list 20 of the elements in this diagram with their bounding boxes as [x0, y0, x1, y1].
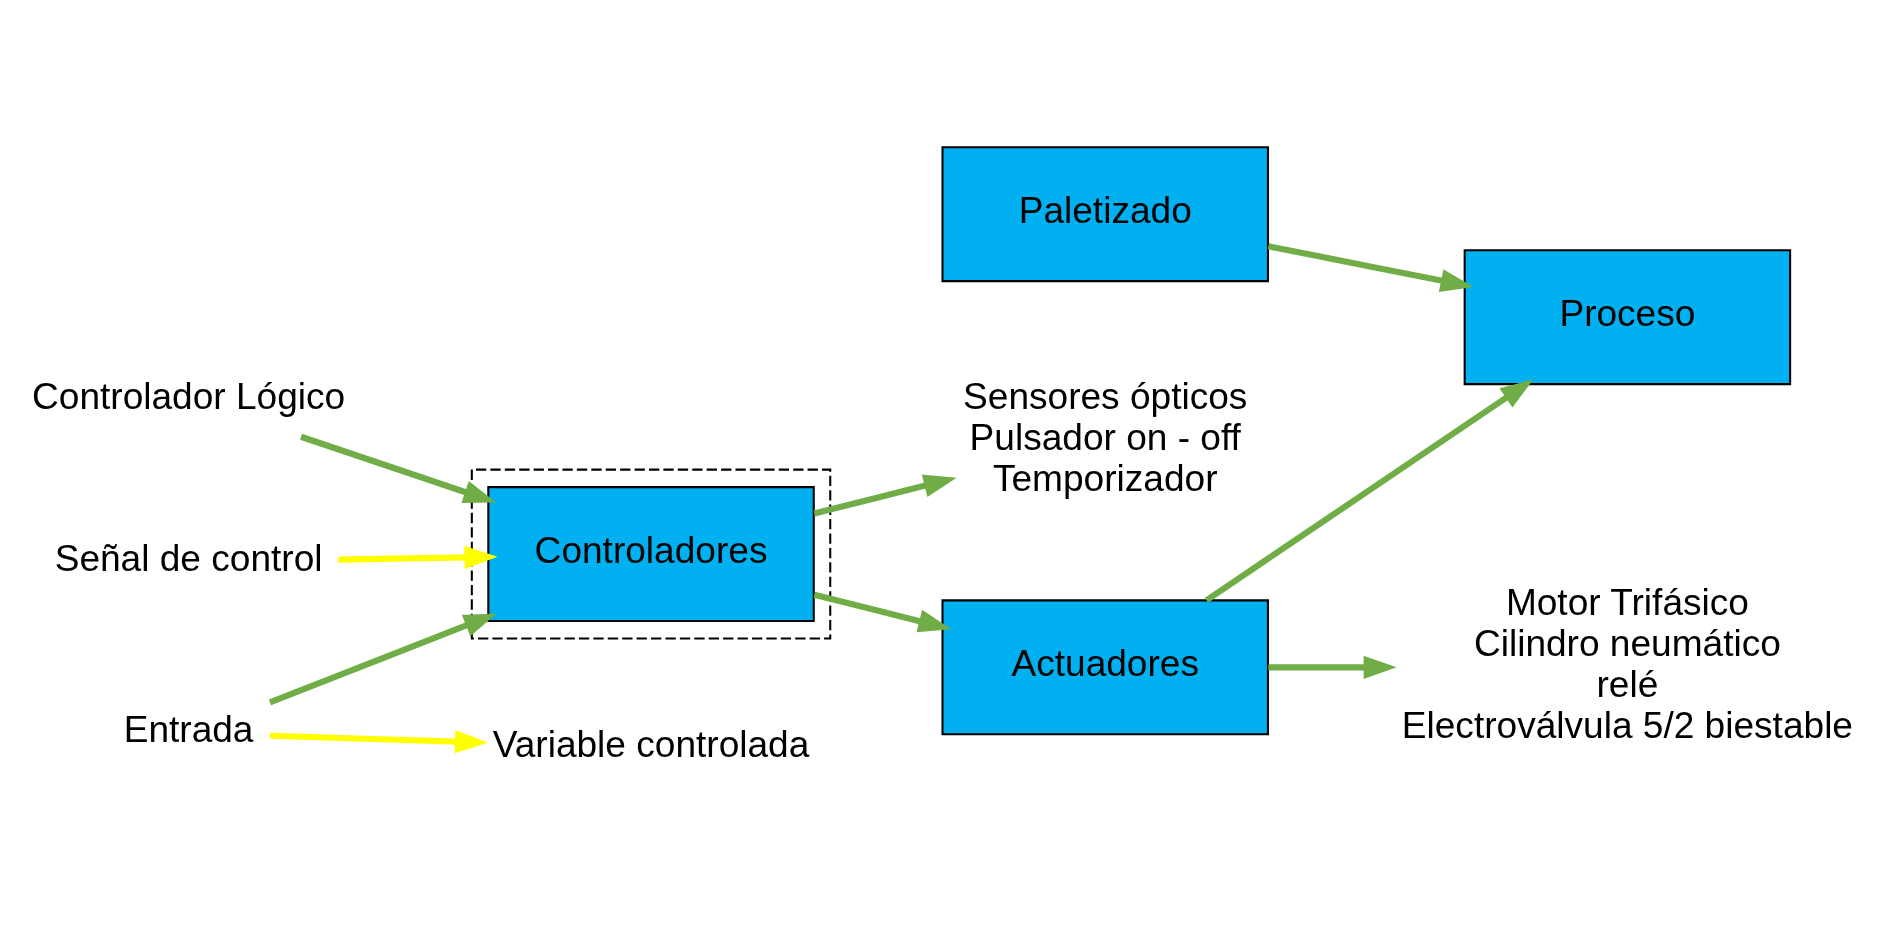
arrow [813, 591, 952, 632]
arrow [268, 613, 497, 705]
arrow [269, 729, 488, 753]
node-text: Variable controlada [492, 722, 810, 765]
node-text: Motor Trifásico Cilindro neumático relé Electroválvula 5/2 biestable [1401, 580, 1853, 746]
arrow [300, 433, 497, 503]
node-text: Controlador Lógico [32, 374, 346, 417]
cluster [470, 468, 832, 640]
arrow [338, 545, 498, 569]
node-text: Entrada [123, 707, 254, 750]
arrow [1268, 655, 1397, 679]
arrow [1267, 242, 1474, 292]
node-text: Sensores ópticos Pulsador on - off Temporizador [963, 374, 1248, 499]
node-box: Controladores [487, 485, 815, 622]
node-box: Actuadores [941, 598, 1269, 735]
arrow [813, 474, 957, 516]
node-box: Paletizado [941, 145, 1269, 282]
node-text: Señal de control [54, 536, 323, 579]
node-box: Proceso [1463, 248, 1792, 385]
arrow [1204, 378, 1534, 603]
